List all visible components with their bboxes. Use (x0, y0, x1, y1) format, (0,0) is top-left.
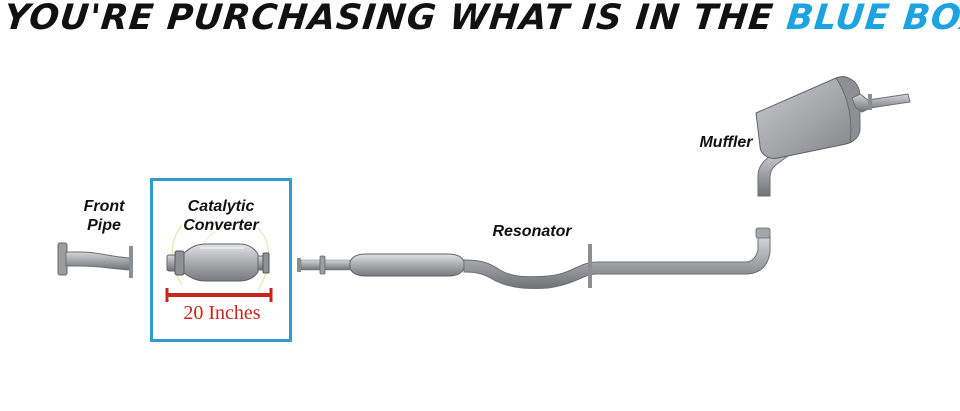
catalytic-label-line1: Catalytic (187, 198, 255, 215)
front-pipe-part (57, 242, 133, 278)
front-pipe-label: Front Pipe (62, 197, 146, 235)
front-pipe-label-line1: Front (83, 198, 125, 215)
muffler-label: Muffler (699, 134, 753, 151)
catalytic-label-line2: Converter (183, 217, 259, 234)
muffler-part (755, 76, 911, 197)
resonator-pipe-part (297, 227, 771, 289)
measurement-bar (165, 288, 273, 302)
blue-box-highlight (150, 178, 292, 342)
catalytic-converter-part (166, 224, 270, 291)
resonator-label: Resonator (492, 223, 572, 240)
catalytic-converter-label: Catalytic Converter (160, 197, 282, 235)
front-pipe-label-line2: Pipe (87, 217, 121, 234)
measurement-label: 20 Inches (183, 302, 261, 324)
